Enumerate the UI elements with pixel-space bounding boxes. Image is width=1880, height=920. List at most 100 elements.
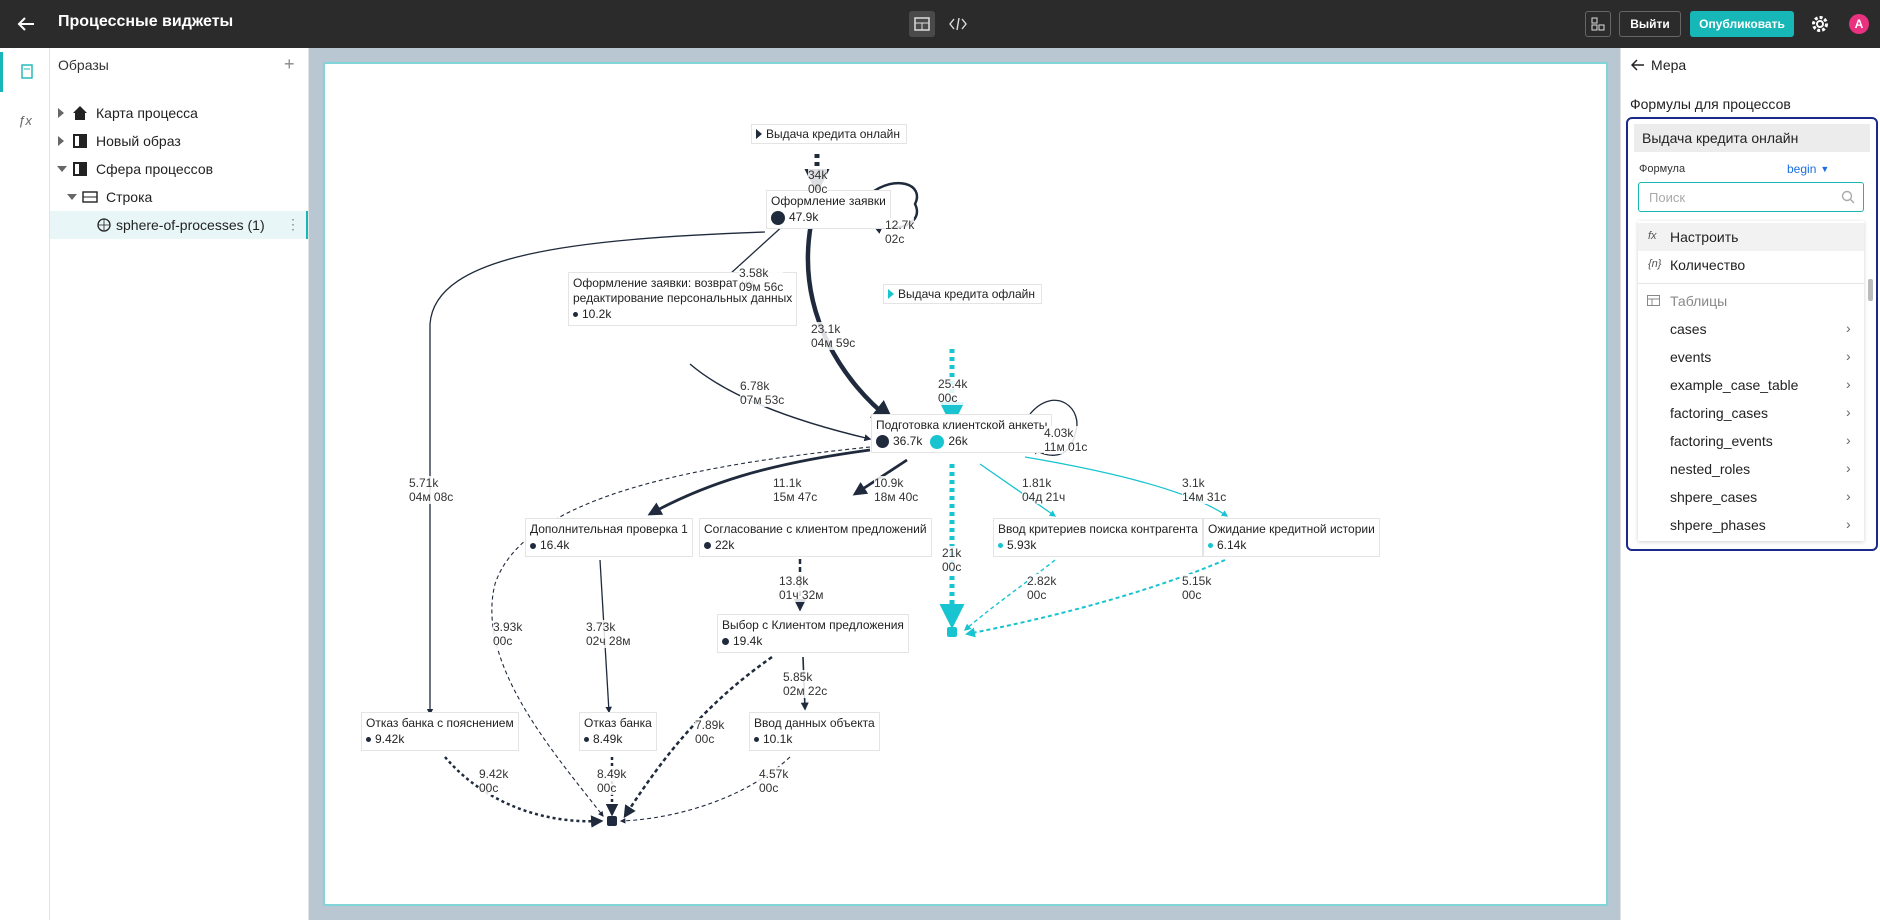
expand-right-icon[interactable]: [58, 108, 64, 118]
tree-item-row[interactable]: Строка: [50, 183, 308, 211]
node-name: Оформление заявки: возврат на: [573, 276, 755, 290]
menu-item-table[interactable]: shpere_cases›: [1638, 483, 1864, 511]
node-name: Оформление заявки: [771, 194, 886, 208]
table-icon: [1647, 295, 1660, 306]
sphere-icon: [97, 218, 111, 232]
formula-select[interactable]: begin▼: [1787, 162, 1829, 176]
menu-item-label: example_case_table: [1670, 377, 1799, 393]
formulas-subtitle: Формулы для процессов: [1630, 96, 1791, 112]
menu-item-table[interactable]: nested_roles›: [1638, 455, 1864, 483]
measure-back-button[interactable]: Мера: [1631, 57, 1686, 73]
menu-item-label: cases: [1670, 321, 1707, 337]
chevron-right-icon: ›: [1846, 460, 1851, 476]
menu-scrollbar[interactable]: [1868, 279, 1873, 301]
gear-icon[interactable]: [1808, 12, 1832, 36]
tree-item-label: Строка: [106, 189, 153, 205]
tree-item-label: Карта процесса: [96, 105, 198, 121]
process-node[interactable]: Отказ банка с пояснением 9.42k: [361, 712, 519, 751]
play-icon: [888, 289, 894, 299]
count-dot: [722, 638, 729, 645]
count-dot: [754, 737, 759, 742]
process-node[interactable]: Ввод данных объекта 10.1k: [749, 712, 880, 751]
count-dot: [704, 542, 711, 549]
menu-item-table[interactable]: factoring_events›: [1638, 427, 1864, 455]
process-node[interactable]: Дополнительная проверка 1 16.4k: [525, 518, 693, 557]
avatar[interactable]: A: [1849, 14, 1869, 34]
node-count: 47.9k: [789, 210, 819, 224]
node-count: 9.42k: [375, 732, 405, 746]
menu-item-table[interactable]: shpere_phases›: [1638, 511, 1864, 539]
count-dot-offline: [930, 434, 945, 449]
measure-title: Мера: [1651, 57, 1687, 73]
tree-item-process-sphere[interactable]: Сфера процессов: [50, 155, 308, 183]
count-dot: [366, 737, 371, 742]
menu-item-table[interactable]: events›: [1638, 343, 1864, 371]
search-icon: [1841, 190, 1855, 204]
selected-process-item[interactable]: Выдача кредита онлайн: [1634, 124, 1870, 152]
tree-item-process-map[interactable]: Карта процесса: [50, 99, 308, 127]
process-graph[interactable]: Выдача кредита онлайн Выдача кредита офл…: [323, 62, 1608, 906]
node-count: 10.2k: [582, 307, 612, 321]
tree-item-new-image[interactable]: Новый образ: [50, 127, 308, 155]
back-arrow-icon[interactable]: [14, 12, 38, 36]
process-node[interactable]: Ввод критериев поиска контрагента 5.93k: [993, 518, 1203, 557]
add-icon[interactable]: +: [284, 54, 295, 74]
node-name: Ввод критериев поиска контрагента: [998, 522, 1198, 536]
expand-down-icon[interactable]: [57, 166, 67, 172]
start-node-label: Выдача кредита онлайн: [766, 127, 901, 141]
count-dot: [530, 542, 536, 549]
menu-group-label: Таблицы: [1670, 293, 1728, 309]
node-count: 22k: [715, 538, 735, 552]
start-node-offline[interactable]: Выдача кредита офлайн: [883, 284, 1042, 304]
menu-item-label: Количество: [1670, 257, 1746, 273]
count-dot: [771, 210, 785, 225]
code-icon: [949, 18, 967, 30]
tree-item-sphere-of-processes[interactable]: sphere-of-processes (1) ⋮: [50, 211, 308, 239]
page-title: Процессные виджеты: [58, 13, 234, 30]
chevron-right-icon: ›: [1846, 404, 1851, 420]
code-mode-button[interactable]: [945, 11, 971, 37]
document-icon: [20, 64, 33, 79]
start-node-online[interactable]: Выдача кредита онлайн: [751, 124, 908, 144]
node-name: Согласование с клиентом предложений: [704, 522, 927, 536]
menu-item-table[interactable]: factoring_cases›: [1638, 399, 1864, 427]
rail-images-tab[interactable]: [0, 52, 50, 92]
back-arrow-icon: [1631, 59, 1644, 71]
menu-divider: [1638, 283, 1864, 284]
rail-formulas-tab[interactable]: ƒx: [0, 100, 50, 140]
node-name: Ввод данных объекта: [754, 716, 875, 730]
row-icon: [82, 191, 98, 203]
process-node[interactable]: Выбор с Клиентом предложения 19.4k: [717, 614, 909, 653]
process-node[interactable]: Ожидание кредитной истории 6.14k: [1203, 518, 1380, 557]
process-node[interactable]: Оформление заявки 47.9k: [766, 190, 891, 229]
count-dot: [876, 435, 889, 448]
publish-button[interactable]: Опубликовать: [1690, 11, 1794, 37]
process-node[interactable]: Согласование с клиентом предложений 22k: [699, 518, 932, 557]
widgets-button[interactable]: [1585, 11, 1611, 37]
more-vertical-icon[interactable]: ⋮: [286, 216, 300, 232]
search-input[interactable]: Поиск: [1638, 182, 1864, 212]
exit-button[interactable]: Выйти: [1619, 11, 1681, 37]
node-name: Отказ банка с пояснением: [366, 716, 514, 730]
layout-mode-button[interactable]: [909, 11, 935, 37]
menu-group-tables: Таблицы: [1638, 287, 1864, 315]
menu-item-count[interactable]: {n}Количество: [1638, 251, 1864, 279]
menu-item-table[interactable]: cases›: [1638, 315, 1864, 343]
process-node[interactable]: Отказ банка 8.49k: [579, 712, 657, 751]
expand-right-icon[interactable]: [58, 136, 64, 146]
tree-item-label: sphere-of-processes (1): [116, 217, 265, 233]
menu-item-table[interactable]: example_case_table›: [1638, 371, 1864, 399]
expand-down-icon[interactable]: [67, 194, 77, 200]
